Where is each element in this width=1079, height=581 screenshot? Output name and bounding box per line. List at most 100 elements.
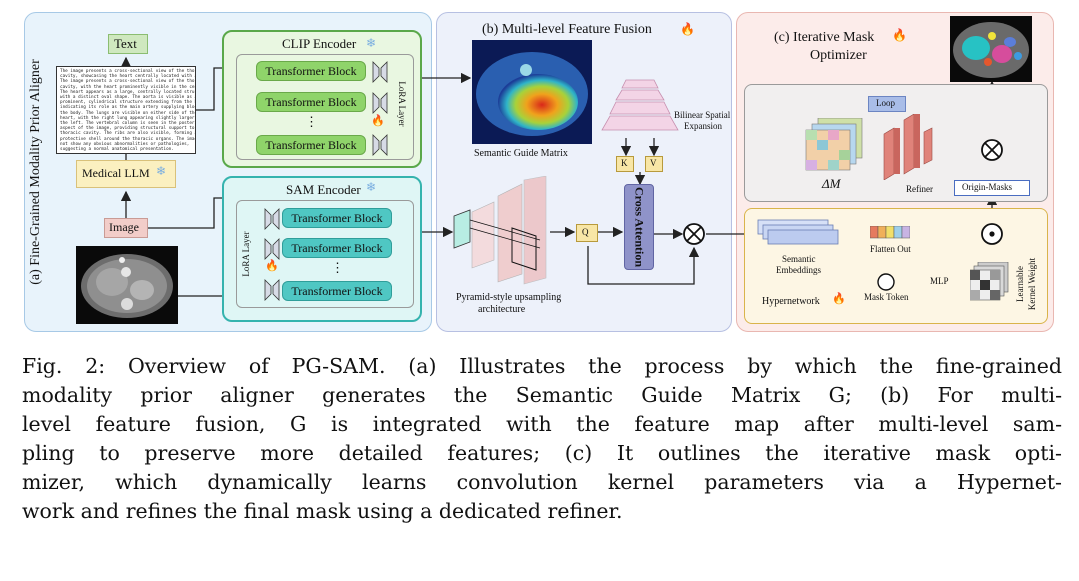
fire-icon: 🔥 xyxy=(680,22,695,36)
bilinear-label-1: Bilinear Spatial xyxy=(674,110,731,120)
figure: (a) Fine-Grained Modality Prior Aligner xyxy=(24,12,1054,332)
report-line: suggesting a normal anatomical presentat… xyxy=(60,147,174,153)
pyramid-label-1: Pyramid-style upsampling xyxy=(456,292,562,303)
clip-inner xyxy=(236,54,414,160)
k-box xyxy=(616,156,634,172)
clip-lora-icon xyxy=(372,61,388,156)
caption-line: Fig. 2: Overview of PG-SAM. (a) Illustra… xyxy=(22,354,1062,378)
report-line: thoracic cavity. The ribs are also visib… xyxy=(60,131,196,137)
caption-line: level feature fusion, G is integrated wi… xyxy=(22,412,1062,436)
snowflake-icon: ❄ xyxy=(366,180,377,194)
clip-dots: ⋮ xyxy=(305,114,318,129)
bilinear-expansion-icon xyxy=(601,79,679,131)
caption-line: modality prior aligner generates the Sem… xyxy=(22,383,1062,407)
odot-icon xyxy=(981,223,1003,245)
fire-icon: 🔥 xyxy=(892,28,907,42)
panel-c-title-1: (c) Iterative Mask xyxy=(774,30,875,45)
cross-attention-label: Cross Attention xyxy=(632,186,647,268)
report-line: The heart appears as a large, centrally … xyxy=(60,89,196,95)
kernel-weight-label-1: Learnable xyxy=(1015,266,1025,302)
sam-inner xyxy=(236,200,414,308)
report-box: The image presents a cross-sectional vie… xyxy=(56,66,196,154)
otimes-icon xyxy=(683,223,705,245)
text-label: Text xyxy=(114,36,137,51)
semantic-embeddings-label-2: Embeddings xyxy=(776,265,821,275)
delta-m-label: ΔM xyxy=(822,176,841,191)
segmentation-output-image xyxy=(950,16,1032,82)
report-line: The image presents a cross-sectional vie… xyxy=(60,79,196,85)
refiner-icon xyxy=(883,114,933,180)
v-label: V xyxy=(650,158,657,168)
report-line: the body. The lungs are visible on eithe… xyxy=(60,110,196,116)
report-line: heart, with the right lung appearing sli… xyxy=(60,115,196,121)
semantic-embeddings-label-1: Semantic xyxy=(782,254,816,264)
caption-line: pling to preserve more detailed features… xyxy=(22,441,1062,465)
sam-encoder-title: SAM Encoder xyxy=(286,182,361,197)
image-box xyxy=(104,218,148,238)
loop-label: Loop xyxy=(876,98,895,108)
sam-transformer-block-3: Transformer Block xyxy=(282,281,392,301)
semantic-embeddings-icon xyxy=(757,219,839,245)
report-line: not show any obvious abnormalities or pa… xyxy=(60,141,190,147)
sam-lora-icon xyxy=(264,208,280,301)
loop-box xyxy=(868,96,906,112)
bilinear-label-2: Expansion xyxy=(684,121,722,131)
report-text: The image presents a cross-sectional vie… xyxy=(60,69,196,153)
image-label: Image xyxy=(109,220,139,234)
fire-icon: 🔥 xyxy=(832,293,846,305)
mask-token-label: Mask Token xyxy=(864,292,909,302)
mask-token-icon xyxy=(877,273,895,291)
panel-b-title: (b) Multi-level Feature Fusion xyxy=(482,22,652,37)
report-line: indicating its role as the main artery s… xyxy=(60,105,196,111)
sam-transformer-block-1: Transformer Block xyxy=(282,208,392,228)
sam-dots: ⋮ xyxy=(331,260,344,275)
medical-llm-box xyxy=(76,160,176,188)
medical-llm-label: Medical LLM xyxy=(82,166,150,180)
report-line: prominent, cylindrical structure extendi… xyxy=(60,100,196,106)
flatten-out-label: Flatten Out xyxy=(870,244,911,254)
mlp-label: MLP xyxy=(930,276,949,286)
sam-lora-label: LoRA Layer xyxy=(241,231,251,277)
delta-m-grid xyxy=(805,118,863,171)
kernel-weight-label-2: Kernel Weight xyxy=(1027,257,1037,311)
snowflake-icon: ❄ xyxy=(156,164,167,178)
semantic-guide-matrix-image xyxy=(472,40,592,144)
report-line: cavity, showcasing the heart centrally l… xyxy=(60,74,196,80)
clip-transformer-block-3: Transformer Block xyxy=(256,135,366,155)
pyramid-label-2: architecture xyxy=(478,304,526,315)
sam-transformer-block-2: Transformer Block xyxy=(282,238,392,258)
flatten-out-icon xyxy=(870,226,910,239)
otimes-icon xyxy=(981,139,1003,161)
report-line: protective shell around the thoracic org… xyxy=(60,136,195,142)
v-box xyxy=(645,156,663,172)
k-label: K xyxy=(621,158,628,168)
snowflake-icon: ❄ xyxy=(366,36,377,50)
origin-masks-box xyxy=(954,180,1030,196)
hypernetwork-label: Hypernetwork xyxy=(762,296,820,307)
caption-line: mizer, which dynamically learns convolut… xyxy=(22,470,1062,494)
kernel-weight-icon xyxy=(970,262,1009,301)
clip-transformer-block-1: Transformer Block xyxy=(256,61,366,81)
pyramid-upsampling-icon xyxy=(453,176,547,285)
q-box xyxy=(576,224,598,242)
q-label: Q xyxy=(582,227,589,237)
cross-attention-box xyxy=(624,184,654,270)
fire-icon: 🔥 xyxy=(265,260,279,272)
ct-image xyxy=(76,246,178,324)
fire-icon: 🔥 xyxy=(371,115,385,127)
refiner-label: Refiner xyxy=(906,184,933,194)
report-line: the left. The vertebral column is seen i… xyxy=(60,121,196,127)
report-line: aspect of the image, providing structura… xyxy=(60,126,196,132)
panel-c-title-2: Optimizer xyxy=(810,48,867,63)
caption-line: work and refines the final mask using a … xyxy=(22,499,623,523)
figure-caption: Fig. 2: Overview of PG-SAM. (a) Illustra… xyxy=(22,352,1062,526)
report-line: cavity, with the heart prominently visib… xyxy=(60,84,196,90)
clip-transformer-block-2: Transformer Block xyxy=(256,92,366,112)
report-line: The image presents a cross-sectional vie… xyxy=(60,69,196,74)
text-box xyxy=(108,34,148,54)
origin-masks-label: Origin-Masks xyxy=(962,182,1012,192)
report-line: with a distinct oval shape. The aorta is… xyxy=(60,95,196,101)
semantic-guide-matrix-label: Semantic Guide Matrix xyxy=(474,148,568,159)
clip-lora-label: LoRA Layer xyxy=(397,81,407,127)
clip-encoder-title: CLIP Encoder xyxy=(282,36,357,51)
